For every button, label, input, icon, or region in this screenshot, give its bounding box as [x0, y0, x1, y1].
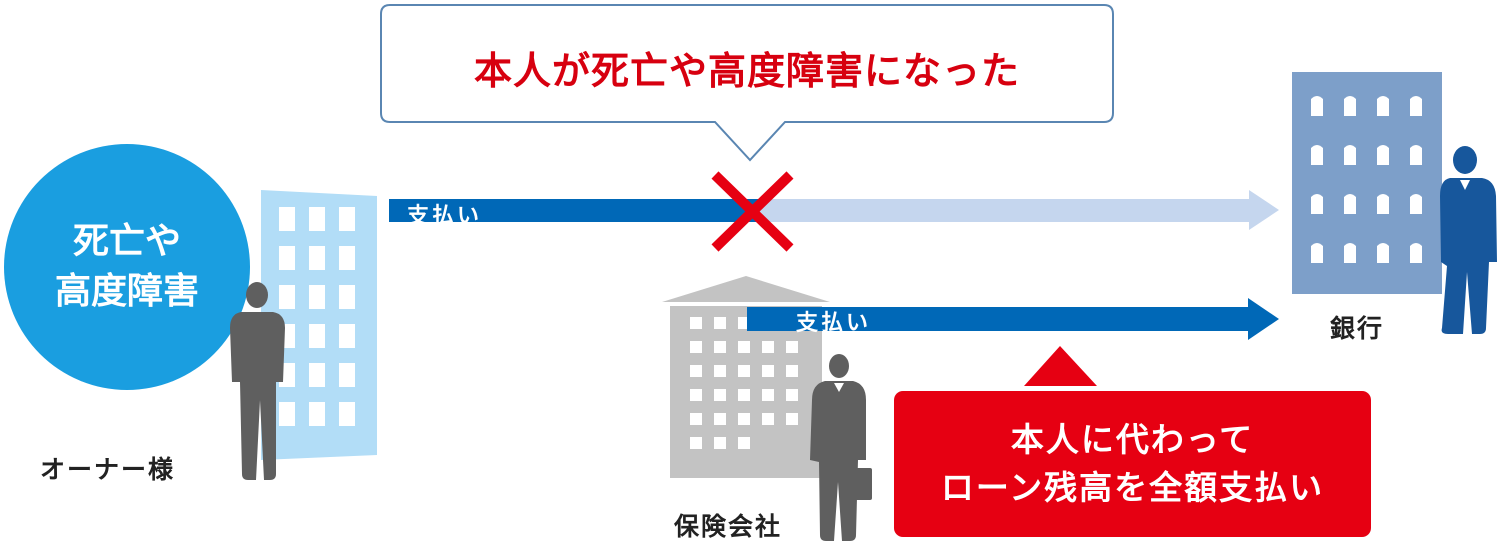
owner-circle-line1: 死亡や [72, 221, 181, 262]
owner-label: オーナー様 [40, 455, 176, 484]
triangle-pointer [1024, 346, 1097, 386]
insurer-label: 保険会社 [674, 512, 783, 541]
insurance-person-icon [810, 354, 866, 541]
arrow-bottom [747, 298, 1279, 340]
arrow-bottom-label: 支払い [796, 311, 872, 336]
cross-mark [711, 171, 794, 252]
bank-label: 銀行 [1330, 314, 1385, 343]
result-box [894, 391, 1371, 537]
bank-building-icon [1292, 72, 1442, 294]
briefcase-icon [852, 468, 872, 500]
result-text: 本人に代わって ローン残高を全額支払い [894, 416, 1371, 512]
arrow-top-unpaid [759, 190, 1279, 230]
owner-building-icon [261, 190, 377, 460]
arrow-top-label: 支払い [407, 204, 483, 229]
owner-circle-line2: 高度障害 [54, 271, 199, 312]
owner-person-icon [230, 282, 285, 480]
callout-text: 本人が死亡や高度障害になった [473, 49, 1020, 93]
insurance-building-icon [662, 276, 830, 478]
speech-bubble [380, 4, 1114, 162]
status-circle [4, 144, 250, 390]
bank-person-icon [1440, 146, 1497, 334]
result-line1: 本人に代わって [1010, 420, 1255, 459]
arrow-top-paid [389, 199, 759, 222]
owner-circle-text: 死亡や 高度障害 [30, 217, 224, 317]
result-line2: ローン残高を全額支払い [940, 468, 1325, 507]
